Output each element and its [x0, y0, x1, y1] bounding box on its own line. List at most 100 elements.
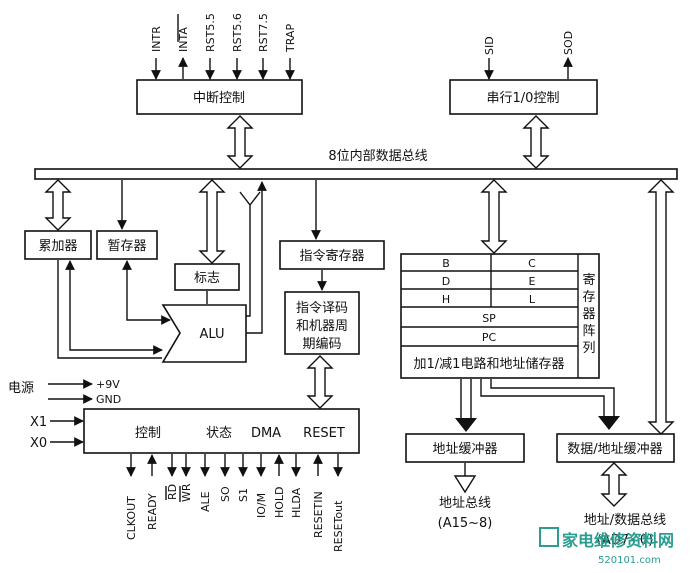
decoder-box — [284, 291, 360, 355]
signal-so: SO — [219, 486, 232, 502]
data-address-buffer-label: 数据/地址缓冲器 — [567, 442, 662, 457]
plus9v-label: +9V — [96, 378, 120, 391]
accumulator-label: 累加器 — [38, 239, 77, 254]
serial-io-control-box — [449, 79, 598, 115]
x0-label: X0 — [30, 436, 47, 451]
address-bus-label: 地址总线 — [439, 496, 491, 511]
reg-b: B — [442, 257, 450, 270]
decoder-line-3: 期编码 — [302, 337, 341, 352]
alu-bus-bracket — [239, 191, 251, 317]
signal-iom: IO/M — [255, 493, 268, 518]
decoder-line-1: 指令译码 — [296, 301, 348, 316]
decoder-line-2: 和机器周 — [296, 319, 348, 334]
reset-label: RESET — [303, 426, 345, 441]
signal-inta: INTA — [177, 27, 190, 52]
reg-array-char-3: 器 — [582, 307, 595, 322]
signal-trap: TRAP — [284, 24, 297, 53]
signal-resetin: RESETIN — [312, 491, 325, 538]
address-bus-range: (A15~8) — [438, 516, 493, 531]
signal-rst56: RST5.6 — [231, 13, 244, 52]
reg-array-char-4: 阵 — [582, 324, 595, 339]
bottom-signal-arrows — [126, 454, 343, 477]
data-address-bus-label: 地址/数据总线 — [584, 513, 666, 528]
bus-data-buffer-link — [647, 179, 675, 435]
interrupt-signal-labels: INTR INTA RST5.5 RST5.6 RST7.5 TRAP — [150, 13, 297, 53]
reg-array-char-5: 列 — [582, 341, 595, 356]
reg-h: H — [442, 293, 450, 306]
alu-bus-bracket-2 — [249, 191, 261, 206]
watermark: 家电维修资料网 520101.com — [539, 527, 674, 566]
register-bus-link — [480, 179, 508, 254]
watermark-text: 家电维修资料网 — [562, 531, 674, 550]
signal-resetout: RESETout — [332, 500, 345, 552]
power-label: 电源 — [8, 381, 34, 396]
bottom-signal-labels: CLKOUT READY RD WR ALE SO S1 IO/M HOLD H… — [125, 483, 345, 552]
flags-bus-link — [198, 179, 226, 264]
temp-alu-arrow — [122, 260, 171, 325]
interrupt-control-box — [136, 79, 303, 115]
temp-register-box — [96, 230, 158, 260]
signal-sid: SID — [483, 36, 496, 55]
instruction-register-box — [279, 240, 385, 270]
reg-pc: PC — [482, 331, 497, 344]
reg-to-databuf-lines — [480, 379, 615, 418]
internal-bus-label: 8位内部数据总线 — [328, 148, 427, 164]
x1-label: X1 — [30, 415, 47, 430]
alu-label: ALU — [199, 327, 224, 342]
decoder-control-link — [306, 355, 334, 409]
reg-array-char-2: 存 — [582, 290, 595, 305]
temp-register-label: 暂存器 — [107, 239, 146, 254]
signal-clkout: CLKOUT — [125, 496, 138, 540]
interrupt-control-label: 中断控制 — [193, 91, 245, 106]
reg-array-char-1: 寄 — [582, 272, 595, 288]
incdec-label: 加1/减1电路和地址储存器 — [414, 356, 565, 372]
signal-hlda: HLDA — [290, 487, 303, 518]
alu-to-bus-arrow — [246, 181, 267, 334]
dma-label: DMA — [251, 426, 281, 441]
flags-box — [174, 263, 240, 291]
alu-box — [161, 304, 247, 363]
data-address-bus-range: (AD7~0) — [597, 533, 653, 548]
signal-hold: HOLD — [273, 486, 286, 518]
data-address-buffer-box — [556, 433, 675, 463]
register-array: B C D E H L SP PC 加1/减1电路和地址储存器 寄 存 器 阵 … — [400, 253, 600, 379]
acc-alu-line — [57, 260, 162, 359]
serial-io-control-label: 串行1/0控制 — [487, 91, 560, 106]
register-array-box — [400, 253, 600, 379]
acc-alu-arrow — [65, 260, 163, 355]
gnd-label: GND — [96, 393, 121, 406]
instruction-register-label: 指令寄存器 — [299, 248, 364, 264]
address-buffer-box — [405, 433, 525, 463]
signal-sod: SOD — [562, 31, 575, 55]
watermark-logo-icon — [539, 527, 559, 547]
signal-ale: ALE — [199, 491, 212, 512]
signal-rst75: RST7.5 — [257, 13, 270, 52]
signal-ready: READY — [146, 493, 159, 530]
serial-bus-link — [522, 115, 550, 169]
accumulator-box — [24, 230, 92, 260]
internal-data-bus — [34, 168, 678, 180]
reg-to-addrbuf-lines — [460, 379, 472, 420]
signal-rd: RD — [166, 484, 179, 500]
control-label: 控制 — [135, 426, 161, 441]
reg-sp: SP — [482, 312, 496, 325]
control-unit-box — [83, 408, 360, 454]
signal-wr: WR — [180, 483, 193, 502]
data-address-out-link — [600, 462, 628, 507]
signal-rst55: RST5.5 — [204, 13, 217, 52]
reg-l: L — [529, 293, 536, 306]
watermark-url: 520101.com — [598, 555, 661, 566]
flags-label: 标志 — [194, 271, 220, 286]
signal-s1: S1 — [237, 488, 250, 502]
reg-e: E — [529, 275, 536, 288]
status-label: 状态 — [206, 426, 232, 441]
address-out-arrow — [453, 463, 477, 494]
accumulator-bus-link — [44, 179, 72, 231]
reg-c: C — [528, 257, 536, 270]
interrupt-bus-link — [226, 115, 254, 169]
interrupt-signal-arrows — [151, 57, 295, 80]
reg-to-addrbuf-head — [455, 418, 477, 432]
address-buffer-label: 地址缓冲器 — [432, 442, 497, 457]
